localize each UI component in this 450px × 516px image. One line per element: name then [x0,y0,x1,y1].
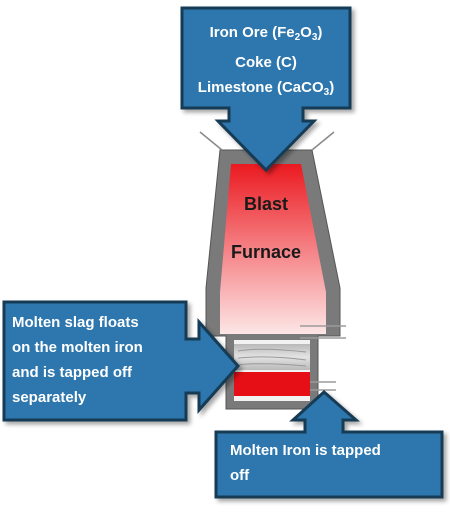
slag-callout-shape [2,300,241,422]
iron-line-1: Molten Iron is tapped [230,442,381,459]
chute-line-left [199,131,223,151]
slag-line-3: and is tapped off [12,364,132,381]
inputs-callout-shape [180,6,352,173]
iron-line-2: off [230,467,250,484]
furnace-interior [220,164,326,334]
inputs-label: Iron Ore (Fe2O3) Coke (C) Limestone (CaC… [182,20,350,105]
iron-callout-shape [214,389,444,499]
inputs-line-limestone: Limestone (CaCO3) [197,79,335,98]
slag-texture [237,348,307,367]
chute-line-right [311,131,335,151]
slag-line-2: on the molten iron [12,339,143,356]
iron-label: Molten Iron is tapped off [230,438,436,488]
furnace-label-furnace: Furnace [230,242,302,262]
slag-label: Molten slag floats on the molten iron an… [12,310,190,410]
inputs-line-iron-ore: Iron Ore (Fe2O3) [209,24,323,43]
inputs-line-coke: Coke (C) [235,54,297,71]
slag-line-4: separately [12,389,87,406]
molten-iron-layer [234,372,310,396]
slag-line-1: Molten slag floats [12,314,139,331]
furnace-label-blast: Blast [243,194,288,214]
